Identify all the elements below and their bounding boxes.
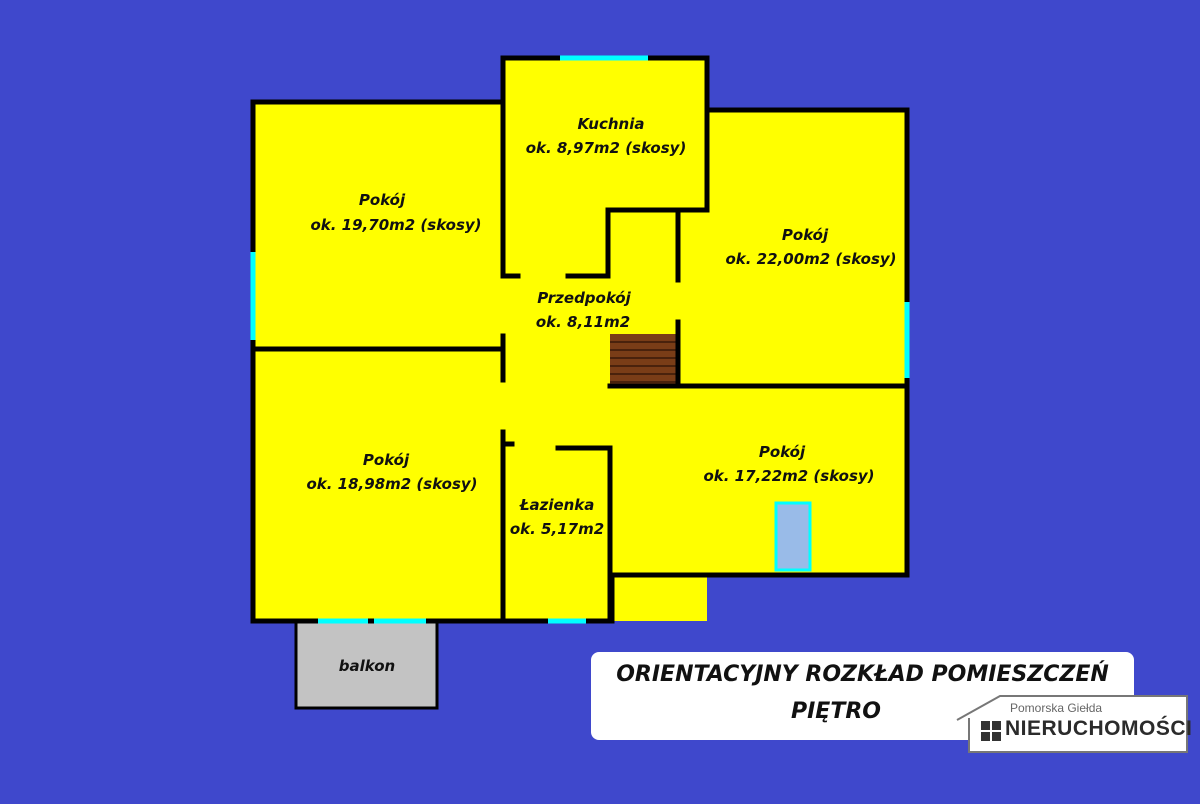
room-labels: Pokój ok. 19,70m2 (skosy) Kuchnia ok. 8,… xyxy=(306,115,896,675)
room-name-kuchnia: Kuchnia xyxy=(578,115,645,133)
walls xyxy=(250,55,910,624)
windows xyxy=(250,55,910,624)
floor-area xyxy=(253,58,907,622)
room-name-pokoj-se: Pokój xyxy=(759,443,806,461)
room-name-pokoj-ne: Pokój xyxy=(782,226,829,244)
house-roof-icon xyxy=(956,695,1188,753)
legend-title: ORIENTACYJNY ROZKŁAD POMIESZCZEŃ xyxy=(616,662,1109,687)
logo-line-2: NIERUCHOMOŚCI xyxy=(1005,717,1193,740)
balcony-label: balkon xyxy=(339,657,395,675)
room-area-kuchnia: ok. 8,97m2 (skosy) xyxy=(526,139,687,157)
legend-floor-label: PIĘTRO xyxy=(791,699,881,724)
windows-grid-icon xyxy=(981,721,1001,741)
room-area-pokoj-ne: ok. 22,00m2 (skosy) xyxy=(725,250,896,268)
room-area-przedpokoj: ok. 8,11m2 xyxy=(536,313,630,331)
room-area-lazienka: ok. 5,17m2 xyxy=(510,520,604,538)
room-name-przedpokoj: Przedpokój xyxy=(537,289,631,307)
room-area-pokoj-nw: ok. 19,70m2 (skosy) xyxy=(310,216,481,234)
company-logo: Pomorska Giełda NIERUCHOMOŚCI xyxy=(955,694,1193,754)
room-name-lazienka: Łazienka xyxy=(519,496,595,514)
room-name-pokoj-sw: Pokój xyxy=(363,451,410,469)
stairs xyxy=(610,334,678,386)
room-name-pokoj-nw: Pokój xyxy=(359,191,406,209)
room-area-pokoj-sw: ok. 18,98m2 (skosy) xyxy=(306,475,477,493)
logo-line-1: Pomorska Giełda xyxy=(1010,701,1103,715)
room-area-pokoj-se: ok. 17,22m2 (skosy) xyxy=(703,467,874,485)
balcony xyxy=(294,619,439,710)
skylight xyxy=(774,501,812,572)
